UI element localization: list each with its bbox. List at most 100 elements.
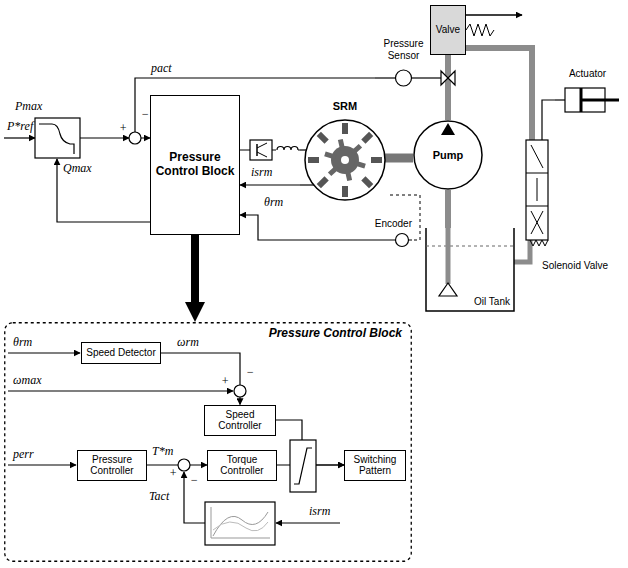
sign-symbol: − bbox=[245, 366, 255, 379]
solenoid-valve-outline bbox=[522, 140, 612, 275]
pressure-error-input bbox=[8, 464, 76, 465]
angle-input bbox=[8, 352, 80, 353]
node-text: Speed Detector bbox=[86, 347, 156, 359]
signal-connector bbox=[542, 100, 555, 140]
stator-pole bbox=[342, 186, 348, 197]
signal-connector bbox=[240, 215, 352, 240]
spring-symbol bbox=[466, 24, 494, 36]
relief-valve: Valve bbox=[430, 5, 466, 55]
summing-junction bbox=[234, 385, 246, 397]
node-text: Valve bbox=[436, 24, 460, 36]
signal-label: Tact bbox=[148, 490, 170, 503]
node-text: Pump bbox=[433, 149, 464, 162]
node-text: SRM bbox=[333, 100, 357, 113]
coil-symbol bbox=[277, 147, 298, 151]
node-text: Pressure Controller bbox=[81, 454, 143, 477]
rotor-pole bbox=[355, 163, 366, 166]
transistor-collector bbox=[257, 143, 267, 148]
dashed-frame bbox=[5, 323, 412, 562]
signal-label: ωmax bbox=[12, 374, 42, 387]
inverter-symbol bbox=[250, 140, 272, 160]
rotor-shaft bbox=[341, 156, 349, 164]
srm-motor: SRM bbox=[300, 100, 390, 202]
signal-stub bbox=[300, 184, 314, 185]
sign-symbol: + bbox=[168, 467, 178, 480]
summing-junction bbox=[129, 132, 141, 144]
reference-input bbox=[4, 137, 35, 138]
signal-label: θrm bbox=[263, 196, 284, 209]
oil-level bbox=[426, 246, 514, 247]
limiter-curve bbox=[39, 124, 74, 154]
node-text: Solenoid Valve bbox=[542, 260, 608, 272]
sensor-symbol bbox=[396, 70, 412, 86]
piston-rod bbox=[581, 99, 619, 102]
torque-curve bbox=[213, 512, 268, 536]
sensor-tap bbox=[412, 77, 441, 78]
control-detail-frame: Speed DetectorSpeed ControllerPressure C… bbox=[4, 322, 412, 562]
hydraulic-pipe bbox=[445, 55, 451, 120]
coil-ground bbox=[276, 143, 298, 154]
encoder: Encoder bbox=[352, 218, 412, 248]
pump-triangle bbox=[441, 123, 455, 135]
signal-stub bbox=[409, 240, 413, 241]
node-text: Pressure Control Block bbox=[269, 327, 402, 341]
signal-label: ωrm bbox=[176, 336, 200, 349]
drive-shaft bbox=[390, 154, 413, 163]
signal-label: perr bbox=[12, 448, 35, 461]
stator-pole bbox=[319, 134, 327, 142]
signal-stub bbox=[555, 99, 565, 100]
rotor-pole bbox=[340, 140, 342, 151]
torque-estimator-box bbox=[205, 502, 275, 545]
node-text: Pressure Control Block bbox=[154, 151, 236, 179]
saturation-block bbox=[290, 440, 316, 492]
sign-symbol: − bbox=[140, 108, 150, 121]
check-valve-symbol bbox=[441, 71, 455, 85]
summing-junction bbox=[178, 459, 190, 471]
node-text: Encoder bbox=[375, 218, 412, 230]
rotor-pole bbox=[347, 170, 349, 181]
stator-pole bbox=[363, 178, 371, 186]
signal-label: isrm bbox=[250, 166, 273, 179]
rotor-pole bbox=[352, 146, 360, 153]
encoder-symbol bbox=[396, 234, 409, 247]
intake-pipe bbox=[446, 228, 451, 284]
flow-path bbox=[531, 145, 543, 234]
node-text: Torque Controller bbox=[211, 454, 273, 477]
signal-connector bbox=[147, 464, 207, 465]
hydraulic-pipe bbox=[445, 190, 451, 228]
oil-tank: Oil Tank bbox=[425, 228, 515, 312]
signal-label: pact bbox=[150, 62, 173, 75]
return-pipe bbox=[514, 240, 530, 262]
rotor-pole bbox=[325, 154, 336, 157]
switching-pattern: Switching Pattern bbox=[344, 450, 406, 481]
tank-wall bbox=[426, 228, 514, 311]
torque-controller: Torque Controller bbox=[207, 450, 277, 481]
stator-pole bbox=[319, 178, 327, 186]
solenoid-coil bbox=[530, 240, 548, 246]
limiter-box bbox=[35, 118, 80, 158]
signal-connector bbox=[191, 235, 199, 302]
pressure-controller: Pressure Controller bbox=[77, 450, 147, 481]
signal-label: θrm bbox=[12, 336, 33, 349]
signal-label: Qmax bbox=[62, 162, 93, 175]
node-text: Pressure Sensor bbox=[375, 38, 432, 61]
valve-body bbox=[526, 140, 548, 240]
pump: Pump bbox=[413, 120, 483, 190]
flow-limit-feedback bbox=[57, 159, 150, 222]
signal-connector bbox=[161, 353, 240, 405]
sign-symbol: − bbox=[189, 474, 199, 487]
signal-connector bbox=[390, 195, 420, 240]
node-text: Switching Pattern bbox=[348, 454, 402, 477]
stator-pole bbox=[308, 157, 319, 163]
signal-label: Pmax bbox=[14, 100, 43, 113]
hydraulic-pipe bbox=[466, 48, 532, 140]
pressure-sensor: Pressure Sensor bbox=[375, 38, 432, 88]
stator-pole bbox=[363, 134, 371, 142]
signal-label: P*ref bbox=[6, 120, 34, 133]
node-text: Oil Tank bbox=[474, 296, 510, 308]
sign-symbol: + bbox=[118, 122, 128, 135]
signal-label: T*m bbox=[151, 445, 174, 458]
control-detail-frame-outline bbox=[4, 322, 412, 562]
limiter-output bbox=[80, 137, 129, 138]
